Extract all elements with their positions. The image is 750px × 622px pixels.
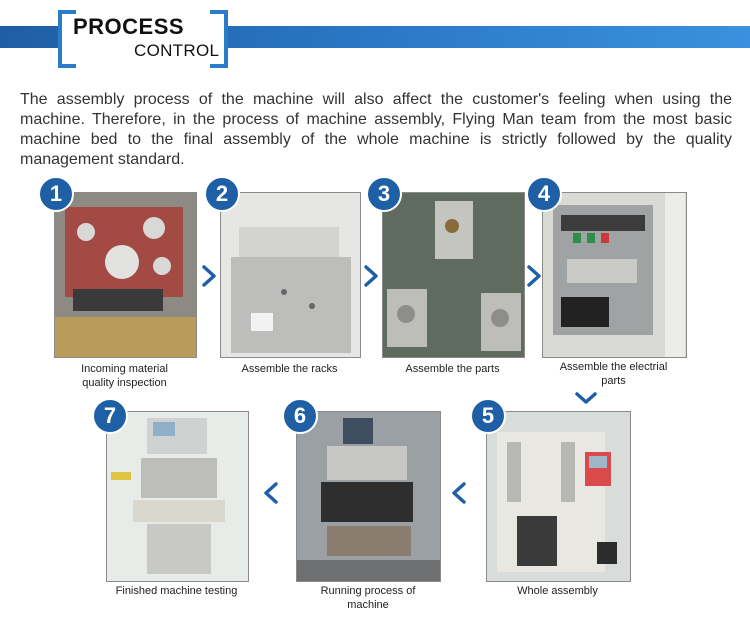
step-6-caption: Running process of machine [320, 585, 416, 611]
step-2-caption: Assemble the racks [241, 363, 338, 375]
step-7-photo [106, 411, 249, 582]
chevron-down-icon [574, 390, 598, 406]
intro-paragraph: The assembly process of the machine will… [20, 91, 732, 168]
step-5-caption: Whole assembly [517, 585, 598, 597]
step-3-photo [382, 192, 525, 358]
step-3-badge: 3 [366, 176, 402, 212]
step-7-caption: Finished machine testing [115, 585, 238, 597]
chevron-left-icon [452, 482, 466, 504]
page-subtitle: CONTROL [134, 41, 220, 60]
step-4-caption: Assemble the electrial parts [559, 361, 668, 387]
page-title: PROCESS [73, 14, 185, 39]
chevron-right-icon [202, 265, 216, 287]
header-left-bracket [58, 10, 76, 68]
step-4-photo [542, 192, 687, 358]
step-4-badge: 4 [526, 176, 562, 212]
step-3-caption: Assemble the parts [405, 363, 500, 375]
step-7-badge: 7 [92, 398, 128, 434]
header-box [58, 9, 224, 65]
step-1-photo [54, 192, 197, 358]
step-1-badge: 1 [38, 176, 74, 212]
chevron-left-icon [264, 482, 278, 504]
step-6-badge: 6 [282, 398, 318, 434]
step-6-photo [296, 411, 441, 582]
chevron-right-icon [364, 265, 378, 287]
step-5-photo [486, 411, 631, 582]
step-2-photo [220, 192, 361, 358]
step-2-badge: 2 [204, 176, 240, 212]
header-right-bracket [210, 10, 228, 68]
step-1-caption: Incoming material quality inspection [81, 363, 168, 389]
step-5-badge: 5 [470, 398, 506, 434]
chevron-right-icon [527, 265, 541, 287]
